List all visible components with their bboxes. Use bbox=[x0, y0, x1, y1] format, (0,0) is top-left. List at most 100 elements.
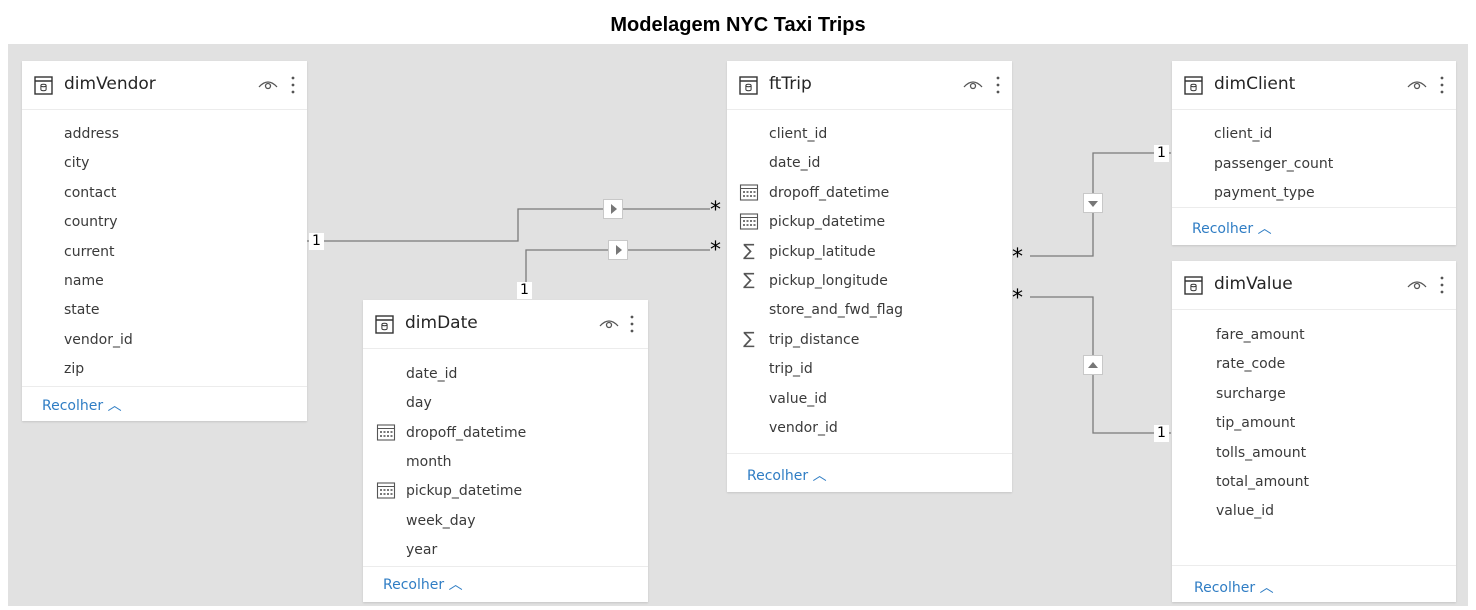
table-icon bbox=[34, 76, 53, 95]
field-item[interactable]: month bbox=[406, 453, 452, 470]
collapse-link[interactable]: Recolher ︿ bbox=[1194, 580, 1274, 596]
eye-icon[interactable] bbox=[598, 315, 620, 331]
table-card-dimvalue[interactable]: dimValue Recolher ︿ fare_amount rate_code… bbox=[1172, 261, 1456, 602]
field-item[interactable]: pickup_datetime bbox=[769, 214, 886, 231]
divider bbox=[727, 453, 1012, 454]
divider bbox=[363, 566, 648, 567]
eye-icon[interactable] bbox=[1406, 76, 1428, 92]
table-icon bbox=[375, 315, 394, 334]
eye-icon[interactable] bbox=[962, 76, 984, 92]
field-item[interactable]: pickup_longitude bbox=[769, 273, 888, 289]
chevron-up-icon: ︿ bbox=[107, 398, 122, 414]
field-item[interactable]: year bbox=[406, 541, 438, 558]
field-item[interactable]: state bbox=[64, 302, 100, 319]
right-arrow-icon[interactable] bbox=[608, 240, 628, 260]
cardinality-one-label: 1 bbox=[309, 233, 324, 250]
field-item[interactable]: date_id bbox=[769, 155, 821, 172]
field-item[interactable]: vendor_id bbox=[769, 420, 838, 436]
cardinality-one-label: 1 bbox=[517, 282, 532, 299]
more-options-icon[interactable] bbox=[1439, 274, 1445, 296]
field-item[interactable]: week_day bbox=[406, 512, 476, 529]
calendar-icon bbox=[376, 481, 396, 499]
field-item[interactable]: country bbox=[64, 214, 118, 231]
field-item[interactable]: contact bbox=[64, 184, 117, 201]
table-header[interactable]: dimClient bbox=[1172, 61, 1456, 110]
field-item[interactable]: passenger_count bbox=[1214, 155, 1334, 172]
table-title: dimVendor bbox=[64, 74, 156, 94]
right-arrow-icon[interactable] bbox=[603, 199, 623, 219]
calendar-icon bbox=[739, 183, 759, 201]
more-options-icon[interactable] bbox=[290, 74, 296, 96]
collapse-link[interactable]: Recolher ︿ bbox=[383, 577, 463, 593]
table-title: dimClient bbox=[1214, 74, 1296, 94]
divider bbox=[22, 386, 307, 387]
collapse-link[interactable]: Recolher ︿ bbox=[1192, 221, 1272, 237]
table-icon bbox=[1184, 76, 1203, 95]
field-item[interactable]: address bbox=[64, 126, 120, 142]
chevron-up-icon: ︿ bbox=[1257, 221, 1272, 237]
field-item[interactable]: value_id bbox=[769, 390, 828, 407]
sigma-icon: ∑ bbox=[743, 240, 755, 261]
cardinality-one-label: 1 bbox=[1154, 145, 1169, 162]
field-item[interactable]: vendor_id bbox=[64, 331, 133, 348]
down-arrow-icon[interactable] bbox=[1083, 193, 1103, 213]
table-card-dimvendor[interactable]: dimVendor Recolher ︿ address city contact c… bbox=[22, 61, 307, 421]
sigma-icon: ∑ bbox=[743, 328, 755, 349]
collapse-link[interactable]: Recolher ︿ bbox=[747, 468, 827, 484]
table-icon bbox=[1184, 276, 1203, 295]
field-item[interactable]: surcharge bbox=[1216, 385, 1286, 402]
field-item[interactable]: client_id bbox=[1214, 126, 1273, 142]
table-header[interactable]: dimValue bbox=[1172, 261, 1456, 310]
sigma-icon: ∑ bbox=[743, 270, 755, 290]
table-title: dimValue bbox=[1214, 274, 1293, 294]
table-title: dimDate bbox=[405, 313, 478, 333]
field-item[interactable]: date_id bbox=[406, 366, 458, 382]
field-item[interactable]: store_and_fwd_flag bbox=[769, 302, 904, 319]
field-item[interactable]: day bbox=[406, 395, 432, 412]
more-options-icon[interactable] bbox=[995, 74, 1001, 96]
table-icon bbox=[739, 76, 758, 95]
field-item[interactable]: city bbox=[64, 155, 90, 172]
cardinality-one-label: 1 bbox=[1154, 425, 1169, 442]
cardinality-many-label: * bbox=[1012, 245, 1023, 270]
field-item[interactable]: rate_code bbox=[1216, 356, 1286, 373]
cardinality-many-label: * bbox=[1012, 286, 1023, 311]
calendar-icon bbox=[739, 212, 759, 230]
chevron-up-icon: ︿ bbox=[448, 577, 463, 593]
collapse-link[interactable]: Recolher ︿ bbox=[42, 398, 122, 414]
field-item[interactable]: trip_distance bbox=[769, 331, 860, 348]
table-title: ftTrip bbox=[769, 74, 812, 94]
divider bbox=[1172, 207, 1456, 208]
field-item[interactable]: zip bbox=[64, 361, 85, 378]
calendar-icon bbox=[376, 423, 396, 441]
field-item[interactable]: dropoff_datetime bbox=[769, 184, 890, 201]
eye-icon[interactable] bbox=[257, 76, 279, 92]
eye-icon[interactable] bbox=[1406, 276, 1428, 292]
field-item[interactable]: payment_type bbox=[1214, 185, 1315, 202]
field-item[interactable]: value_id bbox=[1216, 503, 1275, 520]
chevron-up-icon: ︿ bbox=[1259, 580, 1274, 596]
field-item[interactable]: dropoff_datetime bbox=[406, 424, 527, 441]
field-item[interactable]: trip_id bbox=[769, 361, 813, 378]
field-item[interactable]: total_amount bbox=[1216, 474, 1310, 490]
field-item[interactable]: tip_amount bbox=[1216, 415, 1296, 432]
field-item[interactable]: fare_amount bbox=[1216, 327, 1305, 343]
divider bbox=[1172, 565, 1456, 566]
cardinality-many-label: * bbox=[710, 238, 721, 263]
field-item[interactable]: pickup_latitude bbox=[769, 243, 876, 260]
cardinality-many-label: * bbox=[710, 198, 721, 223]
up-arrow-icon[interactable] bbox=[1083, 355, 1103, 375]
field-item[interactable]: pickup_datetime bbox=[406, 483, 523, 500]
field-item[interactable]: name bbox=[64, 273, 104, 289]
field-item[interactable]: tolls_amount bbox=[1216, 444, 1307, 461]
more-options-icon[interactable] bbox=[629, 313, 635, 335]
table-header[interactable]: dimVendor bbox=[22, 61, 307, 110]
field-item[interactable]: client_id bbox=[769, 126, 828, 142]
more-options-icon[interactable] bbox=[1439, 74, 1445, 96]
field-item[interactable]: current bbox=[64, 243, 115, 260]
table-header[interactable]: ftTrip bbox=[727, 61, 1012, 110]
table-card-dimclient[interactable]: dimClient Recolher ︿ client_id passenger_… bbox=[1172, 61, 1456, 245]
table-header[interactable]: dimDate bbox=[363, 300, 648, 349]
